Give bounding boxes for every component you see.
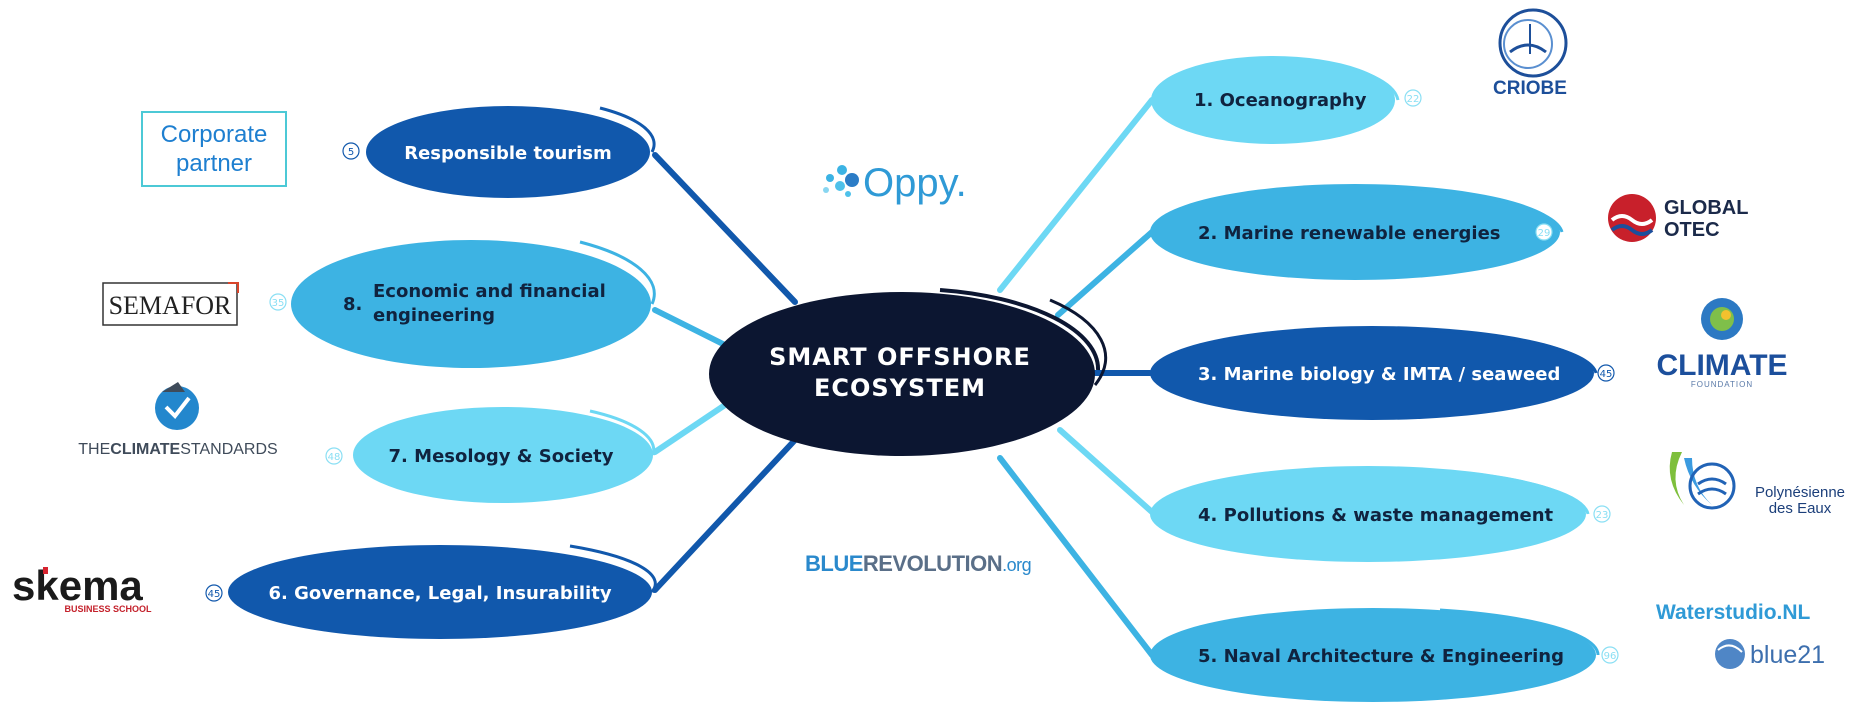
node-mesology: 7. Mesology & Society 48 [325,407,656,503]
criobe-logo-text: CRIOBE [1493,78,1567,99]
global-otec-line1: GLOBAL [1664,197,1748,219]
climate-standards-logo: THECLIMATESTANDARDS [78,382,278,458]
connector-economic [652,307,728,348]
node-marine-biology-label: 3. Marine biology & IMTA / seaweed [1198,364,1560,385]
node-marine-renewable-label: 2. Marine renewable energies [1198,223,1501,244]
node-naval-badge [1601,646,1619,664]
global-otec-line2: OTEC [1664,219,1720,241]
criobe-logo: CRIOBE [1493,8,1568,99]
connector-tourism [652,152,798,305]
node-economic-line2: engineering [373,305,495,326]
node-oceanography-badge [1404,89,1422,107]
climate-standards-pre: THE [78,441,110,458]
node-tourism: Responsible tourism 5 [342,106,656,198]
center-title-line1: SMART OFFSHORE [769,343,1031,371]
corporate-partner-box: Corporate partner [141,111,287,187]
blue21-text: blue21 [1750,641,1825,669]
node-pollutions-badge-text: 23 [1596,510,1609,521]
node-economic-badge-text: 35 [272,298,285,309]
semafor-logo: SEMAFOR [102,282,239,326]
waterstudio-text: Waterstudio.NL [1656,601,1811,624]
node-economic-number: 8. [343,294,362,315]
climate-standards-post: STANDARDS [180,441,278,458]
connector-oceanography [997,97,1155,293]
corporate-partner-label: Corporate partner [160,121,268,177]
bluerevolution-blue: BLUE [805,551,863,576]
node-mesology-badge [325,447,343,465]
node-marine-biology-badge-text: 45 [1600,369,1613,380]
bluerevolution-rev: REVOLUTION [863,551,1002,576]
center-title-line2: ECOSYSTEM [814,374,986,402]
node-mesology-badge-text: 48 [328,452,341,463]
svg-text:THECLIMATESTANDARDS: THECLIMATESTANDARDS [78,441,277,458]
oppy-logo: Oppy. [823,161,967,205]
connector-governance [652,437,798,593]
climate-foundation-logo: CLIMATE FOUNDATION [1656,298,1788,389]
node-tourism-badge [342,142,360,160]
blue21-logo: blue21 [1715,639,1825,669]
oppy-text: Oppy. [863,161,967,205]
node-pollutions-badge [1593,505,1611,523]
node-marine-renewable-badge-text: 29 [1538,228,1551,239]
node-oceanography-label: 1. Oceanography [1194,90,1367,111]
node-pollutions-label: 4. Pollutions & waste management [1198,505,1554,526]
node-economic-line1: Economic and financial [373,281,606,302]
svg-text:BLUEREVOLUTION.org: BLUEREVOLUTION.org [805,551,1031,576]
connector-lines [652,97,1155,658]
node-marine-renewable-badge [1535,223,1553,241]
center-node: SMART OFFSHORE ECOSYSTEM [709,288,1108,456]
skema-text: skema [12,562,143,609]
node-marine-biology: 3. Marine biology & IMTA / seaweed 45 [1150,326,1615,420]
semafor-text: SEMAFOR [109,291,232,320]
node-mesology-label: 7. Mesology & Society [389,446,614,467]
climate-logo-sub: FOUNDATION [1691,380,1753,389]
node-governance-badge [205,584,223,602]
node-marine-renewable: 2. Marine renewable energies 29 [1150,184,1564,280]
node-naval-badge-text: 96 [1604,651,1617,662]
node-economic-badge [269,293,287,311]
node-naval-label: 5. Naval Architecture & Engineering [1198,646,1564,667]
node-tourism-label: Responsible tourism [404,143,612,164]
connector-marine-renewable [1055,229,1155,318]
node-marine-biology-badge [1597,364,1615,382]
bluerevolution-org: .org [1002,555,1031,575]
global-otec-logo: GLOBAL OTEC [1608,194,1748,242]
skema-logo: skema BUSINESS SCHOOL [12,562,152,614]
node-oceanography-badge-text: 22 [1407,94,1420,105]
node-pollutions: 4. Pollutions & waste management 23 [1150,466,1611,562]
climate-standards-bold: CLIMATE [110,441,180,458]
polynesienne-logo: Polynésienne des Eaux [1669,452,1845,517]
node-governance-label: 6. Governance, Legal, Insurability [268,583,611,604]
node-oceanography: 1. Oceanography 22 [1151,56,1422,144]
bluerevolution-logo: BLUEREVOLUTION.org [805,551,1032,576]
polynesienne-line1: Polynésienne [1755,484,1845,501]
connector-naval [997,455,1155,658]
connector-mesology [652,402,728,455]
connector-pollutions [1057,427,1155,515]
node-governance-badge-text: 45 [208,589,221,600]
waterstudio-logo: Waterstudio.NL [1656,601,1811,624]
node-economic: 8. Economic and financial engineering 35 [269,240,656,368]
node-governance: 6. Governance, Legal, Insurability 45 [205,544,657,639]
node-tourism-badge-text: 5 [348,147,354,158]
skema-sub: BUSINESS SCHOOL [64,604,152,614]
node-naval: 5. Naval Architecture & Engineering 96 [1150,608,1619,702]
polynesienne-line2: des Eaux [1769,500,1832,517]
climate-logo-text: CLIMATE [1656,349,1787,382]
